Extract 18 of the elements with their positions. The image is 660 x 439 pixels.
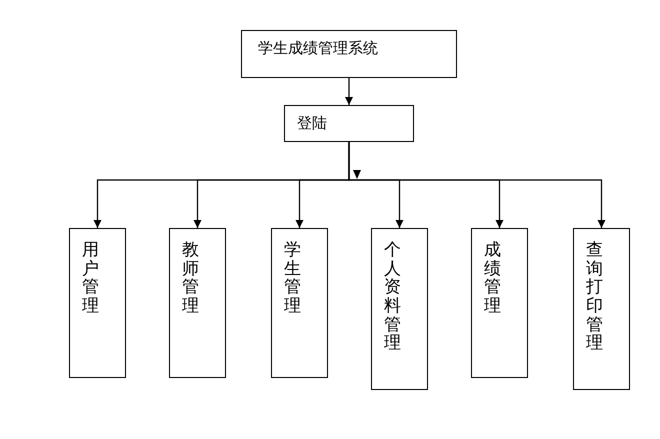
module-box <box>169 228 226 378</box>
process-box <box>284 105 414 142</box>
node-label: 成绩管理 <box>484 241 501 316</box>
module-box <box>573 228 630 390</box>
node-label: 用户管理 <box>82 241 99 316</box>
node-label: 登陆 <box>297 114 327 133</box>
node-label: 学生管理 <box>284 241 301 316</box>
module-box <box>271 228 328 378</box>
node-label: 学生成绩管理系统 <box>258 39 378 58</box>
module-box <box>471 228 528 378</box>
module-box <box>69 228 126 378</box>
arrow <box>348 142 606 228</box>
title-box <box>241 30 457 78</box>
arrow <box>345 78 353 105</box>
node-label: 教师管理 <box>182 241 199 316</box>
node-label: 个人资料管理 <box>384 241 401 354</box>
module-box <box>371 228 428 390</box>
node-label: 查询打印管理 <box>586 241 603 354</box>
